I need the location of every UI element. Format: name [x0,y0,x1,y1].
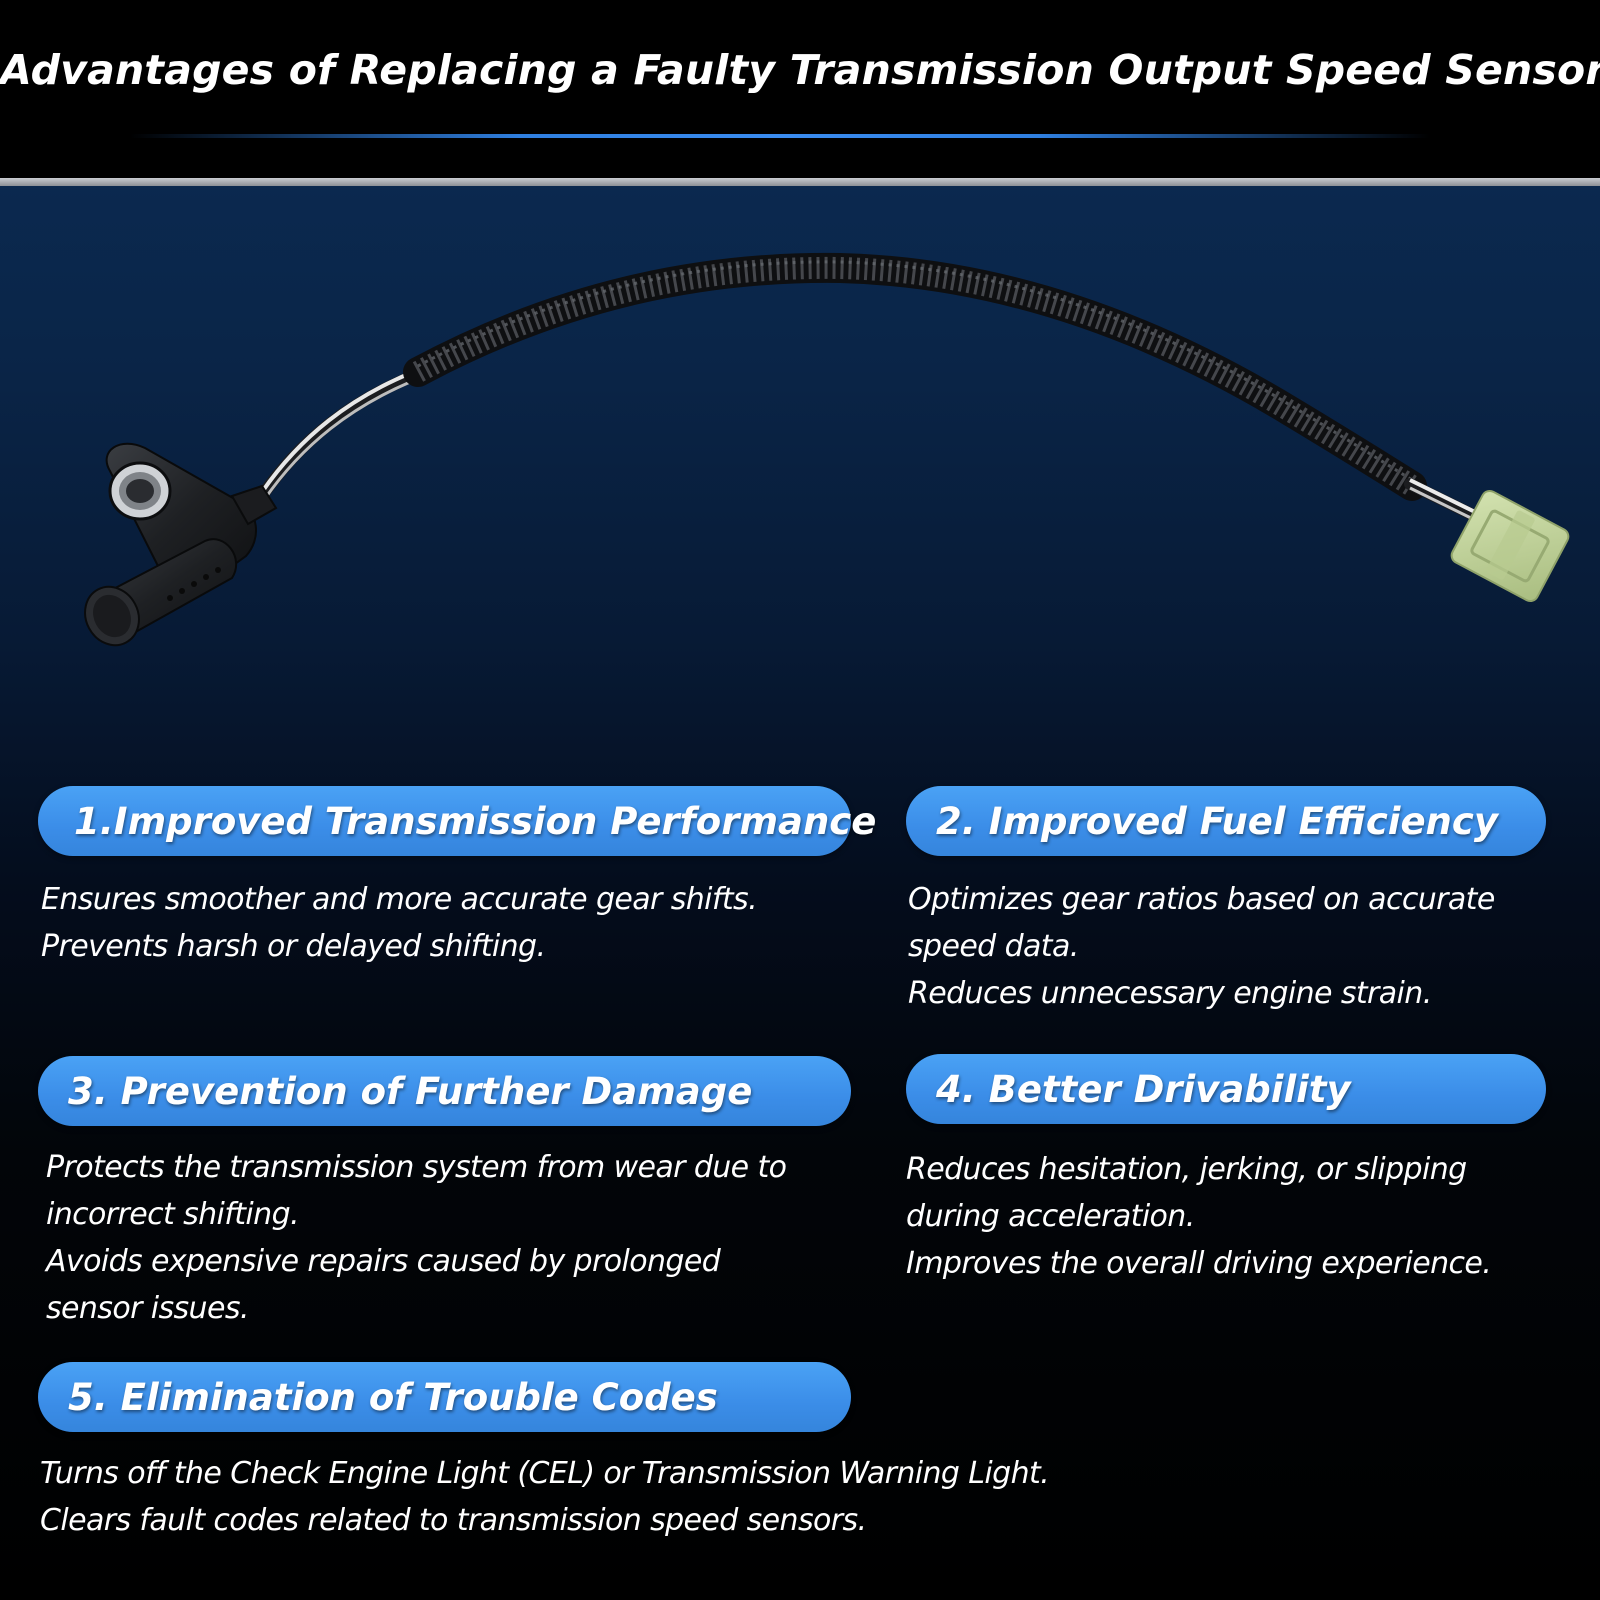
section-1-body: Ensures smoother and more accurate gear … [41,876,758,970]
section-3-heading: 3. Prevention of Further Damage [38,1056,851,1126]
section-4-heading-text: 4. Better Drivability [936,1067,1351,1111]
connector-lead-wires [1404,478,1481,522]
section-5-line-2: Clears fault codes related to transmissi… [40,1503,867,1538]
section-4-line-3: Improves the overall driving experience. [906,1246,1492,1281]
section-5-heading: 5. Elimination of Trouble Codes [38,1362,851,1432]
section-3-line-4: sensor issues. [46,1291,249,1326]
sensor-lead-wires [256,368,424,502]
section-2-line-1: Optimizes gear ratios based on accurate [908,882,1495,917]
section-1-heading-text: 1.Improved Transmission Performance [74,799,877,843]
section-2-heading-text: 2. Improved Fuel Efficiency [936,799,1498,843]
header-divider [0,178,1600,186]
title-underline [130,134,1430,138]
section-3-heading-text: 3. Prevention of Further Damage [68,1069,753,1113]
section-3-line-2: incorrect shifting. [46,1197,300,1232]
sensor-body [84,442,278,647]
section-3-line-1: Protects the transmission system from we… [46,1150,787,1185]
electrical-connector [1450,489,1570,603]
page-title: Advantages of Replacing a Faulty Transmi… [0,46,1600,94]
header: Advantages of Replacing a Faulty Transmi… [0,0,1600,178]
section-3-body: Protects the transmission system from we… [46,1144,787,1332]
section-1-line-2: Prevents harsh or delayed shifting. [41,929,546,964]
wire-harness-sleeve [403,252,1427,501]
section-3-line-3: Avoids expensive repairs caused by prolo… [46,1244,721,1279]
section-5-body: Turns off the Check Engine Light (CEL) o… [40,1450,1050,1544]
section-2-line-3: Reduces unnecessary engine strain. [908,976,1432,1011]
section-4-line-1: Reduces hesitation, jerking, or slipping [906,1152,1467,1187]
section-4-body: Reduces hesitation, jerking, or slipping… [906,1146,1492,1287]
speed-sensor-image [84,252,1570,647]
section-2-heading: 2. Improved Fuel Efficiency [906,786,1546,856]
section-5-line-1: Turns off the Check Engine Light (CEL) o… [40,1456,1050,1491]
section-2-line-2: speed data. [908,929,1079,964]
section-1-line-1: Ensures smoother and more accurate gear … [41,882,758,917]
section-2-body: Optimizes gear ratios based on accurate … [908,876,1495,1017]
section-5-heading-text: 5. Elimination of Trouble Codes [68,1375,718,1419]
section-4-line-2: during acceleration. [906,1199,1195,1234]
section-4-heading: 4. Better Drivability [906,1054,1546,1124]
section-1-heading: 1.Improved Transmission Performance [38,786,876,856]
